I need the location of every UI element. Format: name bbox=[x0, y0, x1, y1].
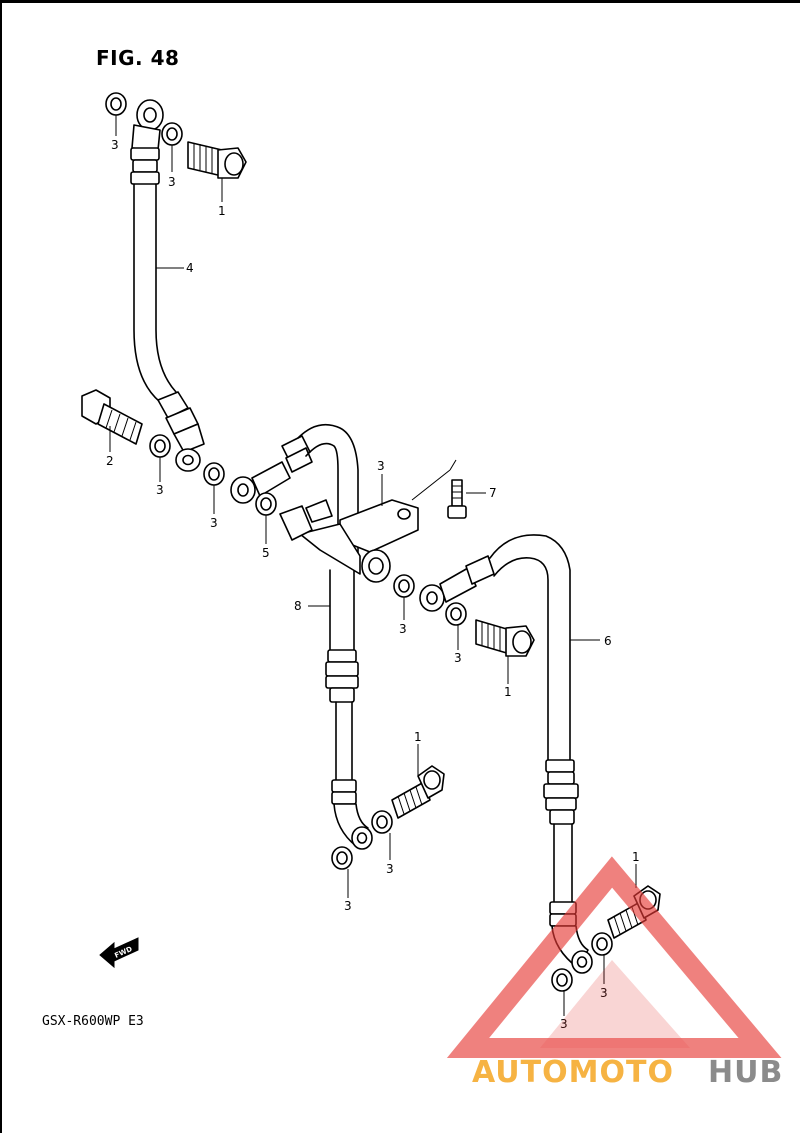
bolt-8 bbox=[447, 479, 467, 519]
washer-3 bbox=[371, 810, 393, 834]
callout-leaders bbox=[109, 115, 637, 1016]
callout-2: 2 bbox=[106, 454, 114, 468]
leader-tick bbox=[449, 459, 457, 471]
callout-3: 3 bbox=[156, 483, 164, 497]
callout-1: 1 bbox=[218, 204, 226, 218]
brake-hose-5 bbox=[230, 423, 373, 850]
washer-3 bbox=[161, 122, 183, 146]
washer-3 bbox=[105, 92, 127, 116]
callout-3: 3 bbox=[210, 516, 218, 530]
washer-3 bbox=[255, 492, 277, 516]
washer-3 bbox=[203, 462, 225, 486]
callout-1: 1 bbox=[414, 730, 422, 744]
callout-3: 3 bbox=[454, 651, 462, 665]
callout-6: 6 bbox=[604, 634, 612, 648]
washer-3 bbox=[393, 574, 415, 598]
callout-3: 3 bbox=[560, 1017, 568, 1031]
callout-1: 1 bbox=[504, 685, 512, 699]
washer-3 bbox=[551, 968, 573, 992]
brake-hose-6 bbox=[419, 534, 593, 974]
fwd-label: FWD bbox=[113, 945, 133, 960]
callout-3: 5 bbox=[262, 546, 270, 560]
washer-3 bbox=[591, 932, 613, 956]
automotohub-watermark: AUTOMOTO HUB bbox=[446, 856, 783, 1090]
forward-direction-arrow: FWD bbox=[99, 937, 139, 969]
callout-5: 8 bbox=[294, 599, 302, 613]
callout-3: 3 bbox=[344, 899, 352, 913]
watermark-text-hub: HUB bbox=[708, 1055, 783, 1090]
brake-hose-joint-7 bbox=[279, 499, 419, 583]
leader-line-8 bbox=[411, 469, 451, 501]
callout-3: 3 bbox=[111, 138, 119, 152]
union-bolt-2 bbox=[81, 389, 143, 445]
callout-3: 3 bbox=[399, 622, 407, 636]
callout-4: 4 bbox=[186, 261, 194, 275]
callout-3: 3 bbox=[600, 986, 608, 1000]
washer-3 bbox=[149, 434, 171, 458]
model-code-label: GSX-R600WP E3 bbox=[42, 1014, 144, 1029]
washer-3 bbox=[331, 846, 353, 870]
brake-hose-4 bbox=[130, 99, 205, 472]
union-bolt-1 bbox=[391, 765, 445, 819]
union-bolt-1 bbox=[475, 619, 535, 657]
watermark-text-automoto: AUTOMOTO bbox=[472, 1055, 674, 1090]
callout-3: 3 bbox=[386, 862, 394, 876]
callout-1: 1 bbox=[632, 850, 640, 864]
callout-3: 3 bbox=[168, 175, 176, 189]
watermark-triangle-icon bbox=[446, 856, 782, 1058]
callout-7: 3 bbox=[377, 459, 385, 473]
figure-title: FIG. 48 bbox=[96, 46, 180, 70]
washer-3 bbox=[445, 602, 467, 626]
callout-8: 7 bbox=[489, 486, 497, 500]
union-bolt-1 bbox=[187, 141, 247, 179]
